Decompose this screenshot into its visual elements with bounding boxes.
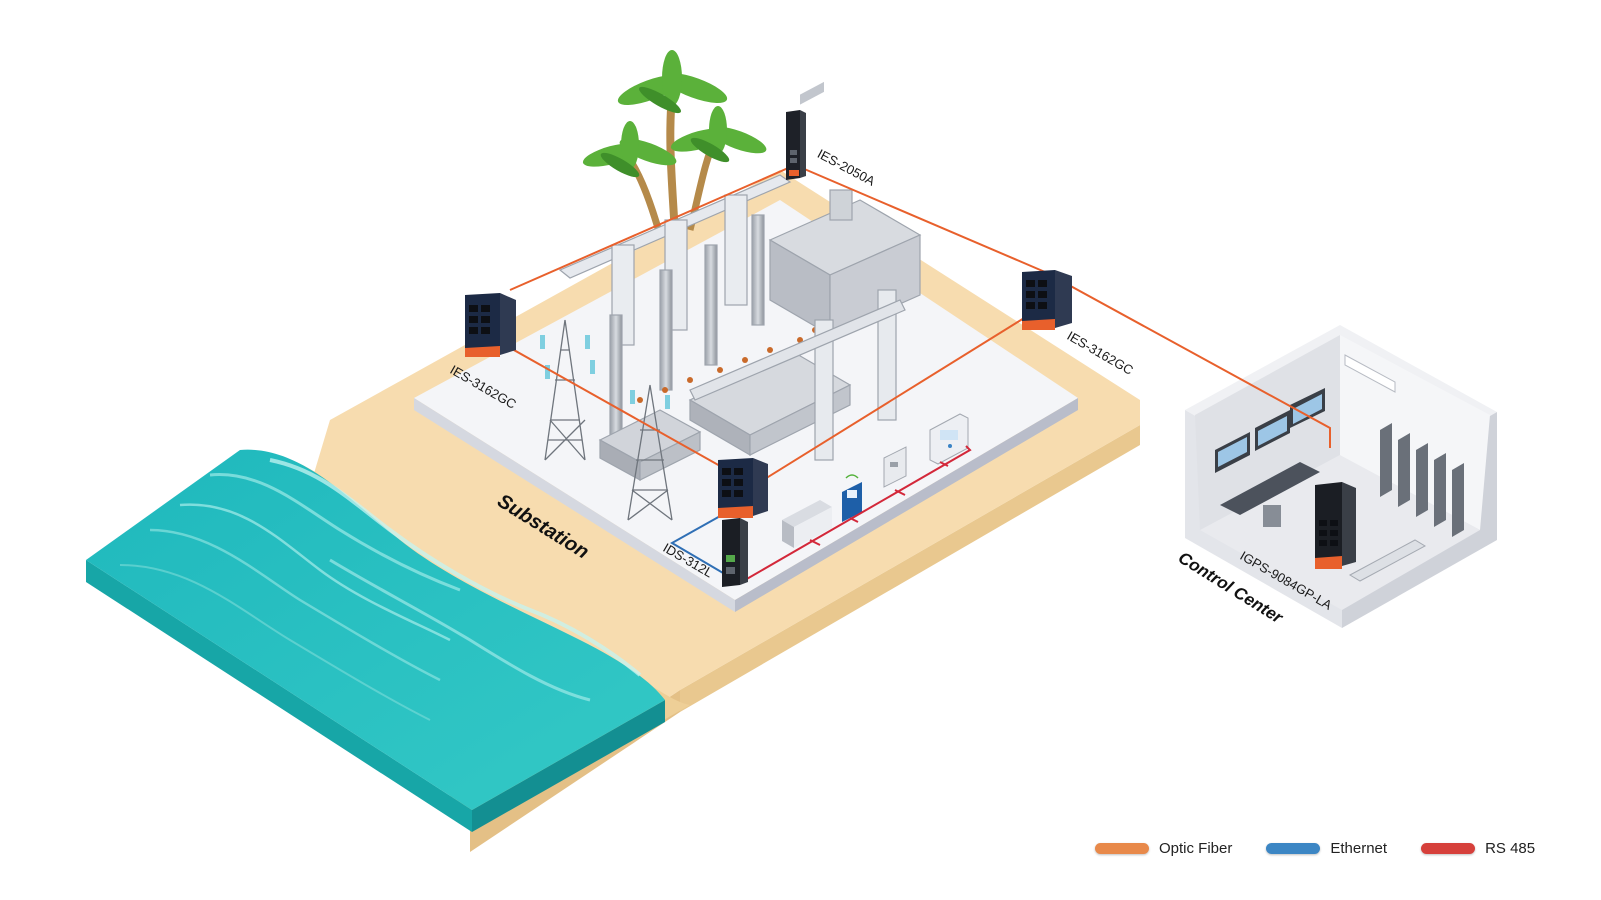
ethernet-links: [669, 514, 736, 581]
display-panel-device: [782, 81, 832, 548]
legend-item-ethernet: Ethernet: [1266, 840, 1387, 857]
legend-label: RS 485: [1485, 839, 1536, 857]
legend-label: Ethernet: [1330, 839, 1388, 857]
io-module-device: [883, 446, 907, 488]
ids-312l-device[interactable]: [722, 518, 748, 587]
control-center-room: [1185, 325, 1497, 628]
legend-swatch-ethernet: [1266, 842, 1321, 854]
legend-item-optic-fiber: Optic Fiber: [1095, 840, 1232, 857]
legend-swatch-rs485: [1421, 842, 1476, 854]
legend-swatch-optic-fiber: [1095, 842, 1149, 854]
smart-meter-device: [842, 474, 862, 522]
ies-2050a-device[interactable]: [786, 110, 806, 180]
igps-9084gp-la-device[interactable]: [1315, 482, 1356, 569]
rs485-links: [744, 445, 972, 581]
field-devices: [782, 81, 969, 548]
legend-item-rs485: RS 485: [1421, 840, 1535, 857]
ies-3162gc-right-device[interactable]: [1022, 270, 1072, 330]
legend: Optic Fiber Ethernet RS 485: [1095, 836, 1569, 860]
optic-fiber-links: [504, 164, 1331, 483]
substation-equipment: [540, 174, 922, 521]
sea: [86, 449, 665, 832]
legend-label: Optic Fiber: [1159, 839, 1233, 857]
ies-3162gc-left-device[interactable]: [465, 293, 516, 357]
middle-switch-device[interactable]: [718, 458, 768, 518]
